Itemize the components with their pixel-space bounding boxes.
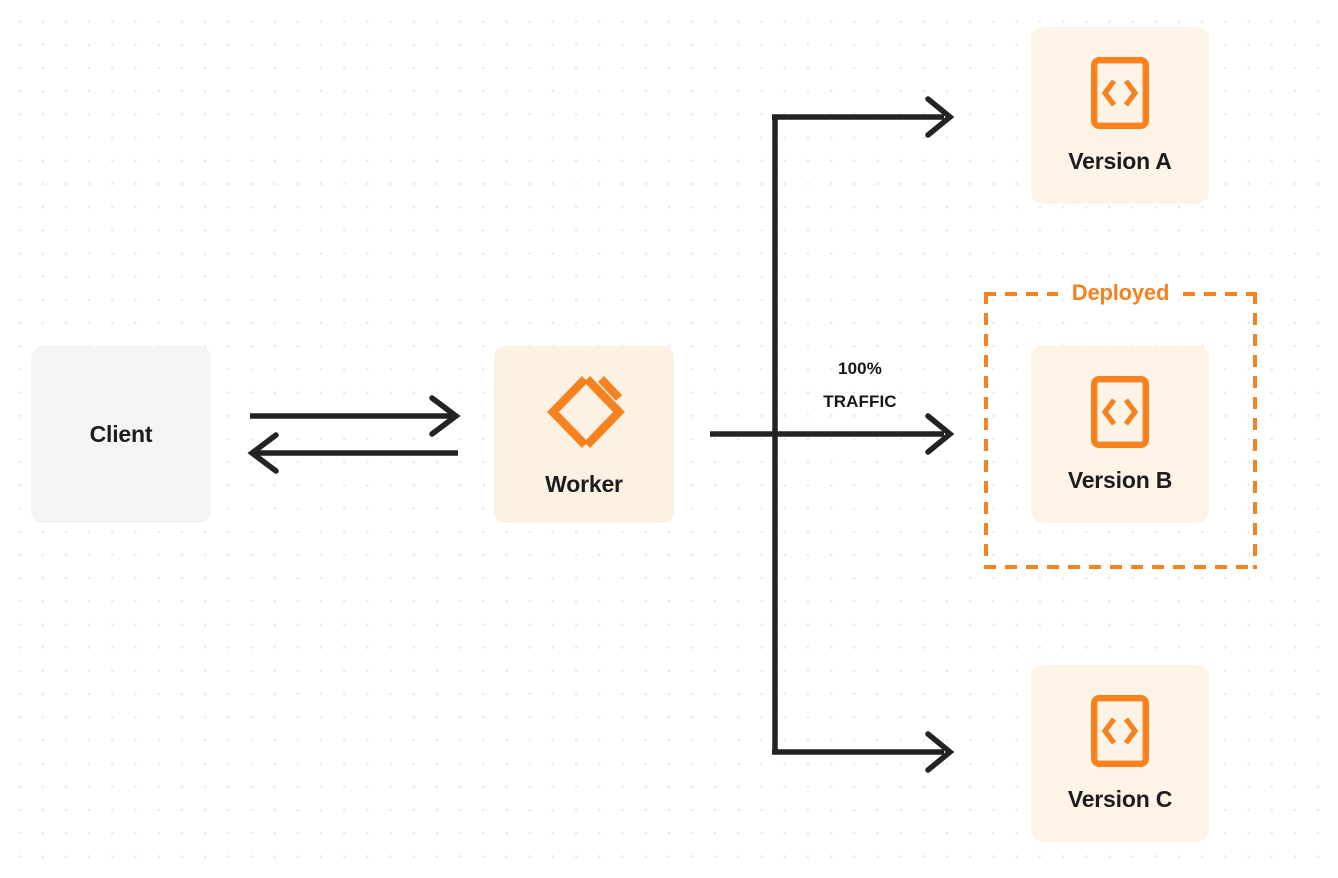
connector-worker-to-client <box>247 432 458 474</box>
node-version-b[interactable]: Version B <box>1031 346 1209 523</box>
connector-worker-to-version-c <box>772 731 955 773</box>
connector-worker-to-version-b <box>710 413 955 455</box>
deployed-border-right <box>1253 292 1257 569</box>
node-version-a[interactable]: Version A <box>1031 27 1209 204</box>
node-version-c-label: Version C <box>1067 785 1173 812</box>
node-version-b-label: Version B <box>1067 466 1173 493</box>
node-worker[interactable]: Worker <box>494 346 674 523</box>
traffic-unit: TRAFFIC <box>823 392 897 412</box>
code-brackets-icon <box>1091 694 1149 772</box>
deployed-border-left <box>984 292 988 569</box>
deployed-border-top-left <box>984 292 1058 296</box>
node-worker-label: Worker <box>545 470 623 497</box>
deployed-border-bottom <box>984 565 1257 569</box>
code-brackets-icon <box>1091 375 1149 453</box>
node-version-a-label: Version A <box>1068 147 1172 174</box>
deployed-border-top-right <box>1183 292 1257 296</box>
node-version-c[interactable]: Version C <box>1031 665 1209 842</box>
node-client-label: Client <box>89 421 153 447</box>
group-deployed: Deployed <box>984 280 1257 569</box>
connector-worker-to-version-a <box>772 96 955 138</box>
cloudflare-workers-logo-icon <box>543 372 625 457</box>
connector-client-to-worker <box>250 395 461 437</box>
code-brackets-icon <box>1091 56 1149 134</box>
deployed-group-label: Deployed <box>1062 280 1179 306</box>
traffic-label: 100% TRAFFIC <box>790 352 930 418</box>
node-client[interactable]: Client <box>31 346 211 523</box>
traffic-percent: 100% <box>838 359 882 378</box>
